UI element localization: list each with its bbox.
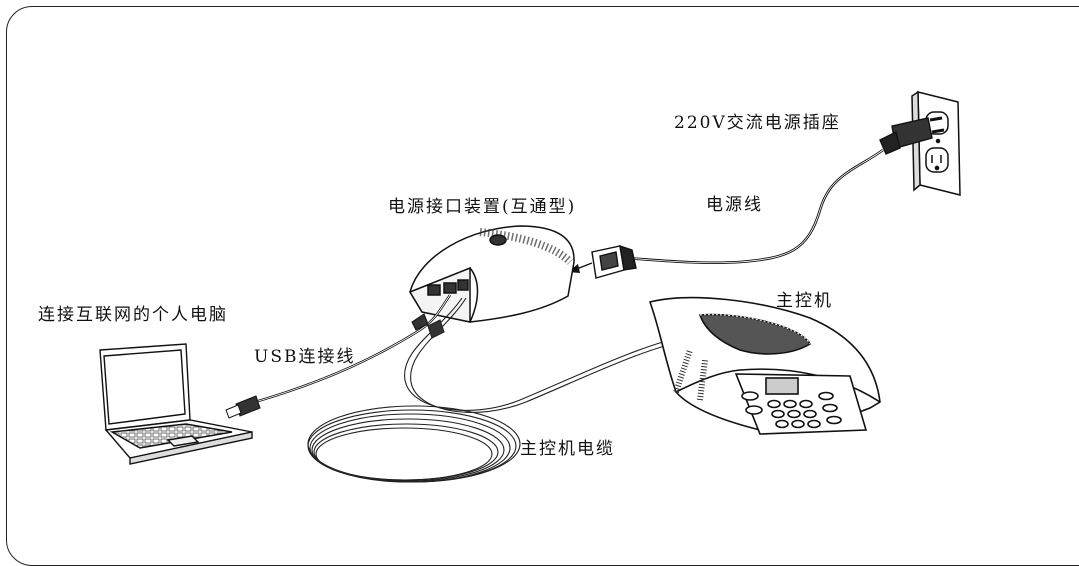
usb-cable <box>225 294 451 419</box>
label-outlet: 220V交流电源插座 <box>674 113 841 133</box>
laptop-icon <box>99 343 253 465</box>
power-interface-unit-icon <box>408 225 575 323</box>
wall-outlet-icon <box>911 90 961 196</box>
diagram-drawing <box>99 90 961 483</box>
label-console-cable: 主控机电缆 <box>520 439 615 459</box>
label-console: 主控机 <box>776 291 833 311</box>
power-plug-icon <box>879 116 945 155</box>
conference-phone-icon <box>648 296 881 435</box>
label-pc: 连接互联网的个人电脑 <box>38 305 228 325</box>
label-usb-cable: USB连接线 <box>254 347 356 367</box>
label-power-cord: 电源线 <box>706 195 763 215</box>
label-power-interface: 电源接口装置(互通型) <box>388 197 577 217</box>
console-cable <box>307 297 695 483</box>
iec-connector <box>591 244 637 279</box>
